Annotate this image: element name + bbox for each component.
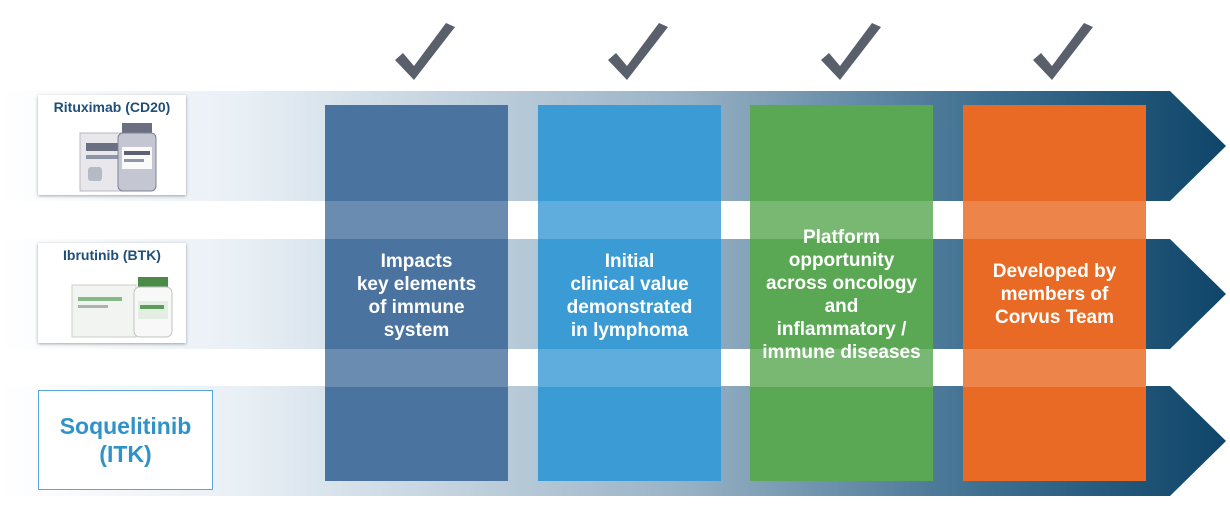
attribute-column-corvus: Developed by members of Corvus Team [963,105,1146,481]
attribute-text: Impacts key elements of immune system [356,251,477,341]
attribute-text: Initial clinical value demonstrated in l… [566,251,693,341]
check-icon [821,23,881,80]
attribute-column-immune: Impacts key elements of immune system [325,105,508,481]
rituximab-card: Rituximab (CD20) [38,95,186,195]
attribute-column-platform: Platform opportunity across oncology and… [750,105,933,481]
soquelitinib-card: Soquelitinib (ITK) [38,390,213,490]
drug-name: Rituximab (CD20) [53,99,171,115]
rituximab-product-image [79,123,157,192]
check-icon [395,23,455,80]
check-icon [1033,23,1093,80]
attribute-column-clinical: Initial clinical value demonstrated in l… [538,105,721,481]
attribute-text: Platform opportunity across oncology and… [762,227,921,363]
featured-drug-name: Soquelitinib (ITK) [59,413,192,467]
drug-name: Ibrutinib (BTK) [63,247,161,263]
attribute-text: Developed by members of Corvus Team [992,261,1117,328]
ibrutinib-product-image [71,277,173,338]
check-icon [608,23,668,80]
ibrutinib-card: Ibrutinib (BTK) [38,243,186,343]
